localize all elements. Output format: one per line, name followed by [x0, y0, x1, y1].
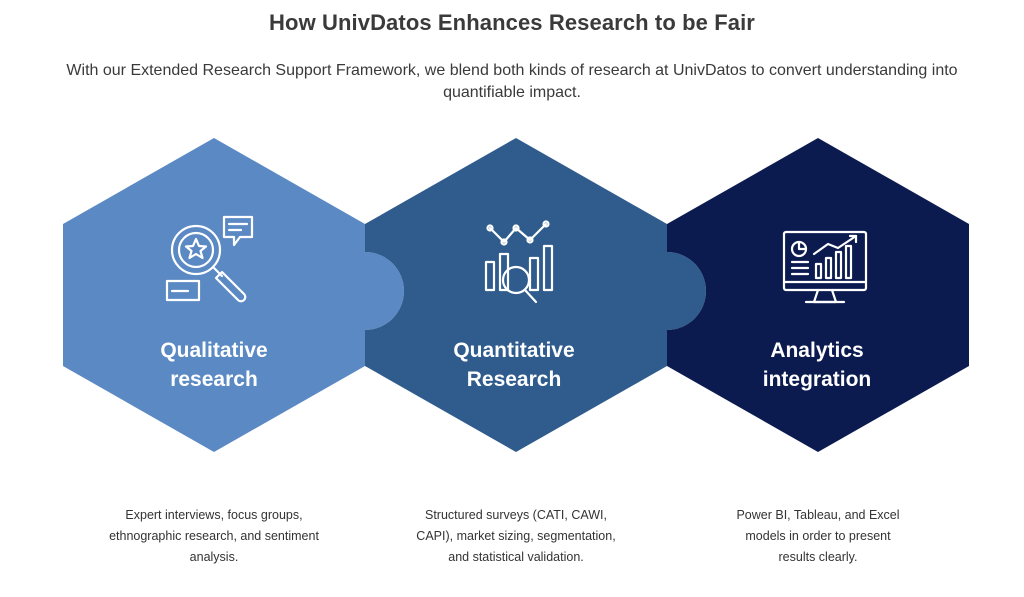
bar-chart-magnifier-icon	[484, 220, 554, 304]
step-title-line2: integration	[762, 368, 872, 391]
step-title-quantitative: Quantitative Research	[414, 336, 614, 394]
hexagon-analytics	[667, 138, 969, 452]
step-title-line1: Analytics	[770, 339, 864, 362]
magnifier-star-chat-icon	[165, 215, 254, 303]
page-title: How UnivDatos Enhances Research to be Fa…	[269, 10, 755, 35]
hexagon-quantitative	[365, 138, 706, 452]
step-title-line1: Quantitative	[453, 339, 575, 362]
step-description-qualitative: Expert interviews, focus groups, ethnogr…	[109, 508, 319, 564]
step-description-quantitative: Structured surveys (CATI, CAWI, CAPI), m…	[416, 508, 616, 564]
step-title-line2: Research	[466, 368, 562, 391]
step-title-qualitative: Qualitative research	[114, 336, 314, 394]
monitor-dashboard-icon	[782, 230, 868, 304]
page-subtitle: With our Extended Research Support Frame…	[66, 62, 958, 101]
step-title-line2: research	[170, 368, 258, 391]
step-title-analytics: Analytics integration	[717, 336, 917, 394]
step-title-line1: Qualitative	[160, 339, 268, 362]
step-description-analytics: Power BI, Tableau, and Excel models in o…	[736, 508, 900, 564]
